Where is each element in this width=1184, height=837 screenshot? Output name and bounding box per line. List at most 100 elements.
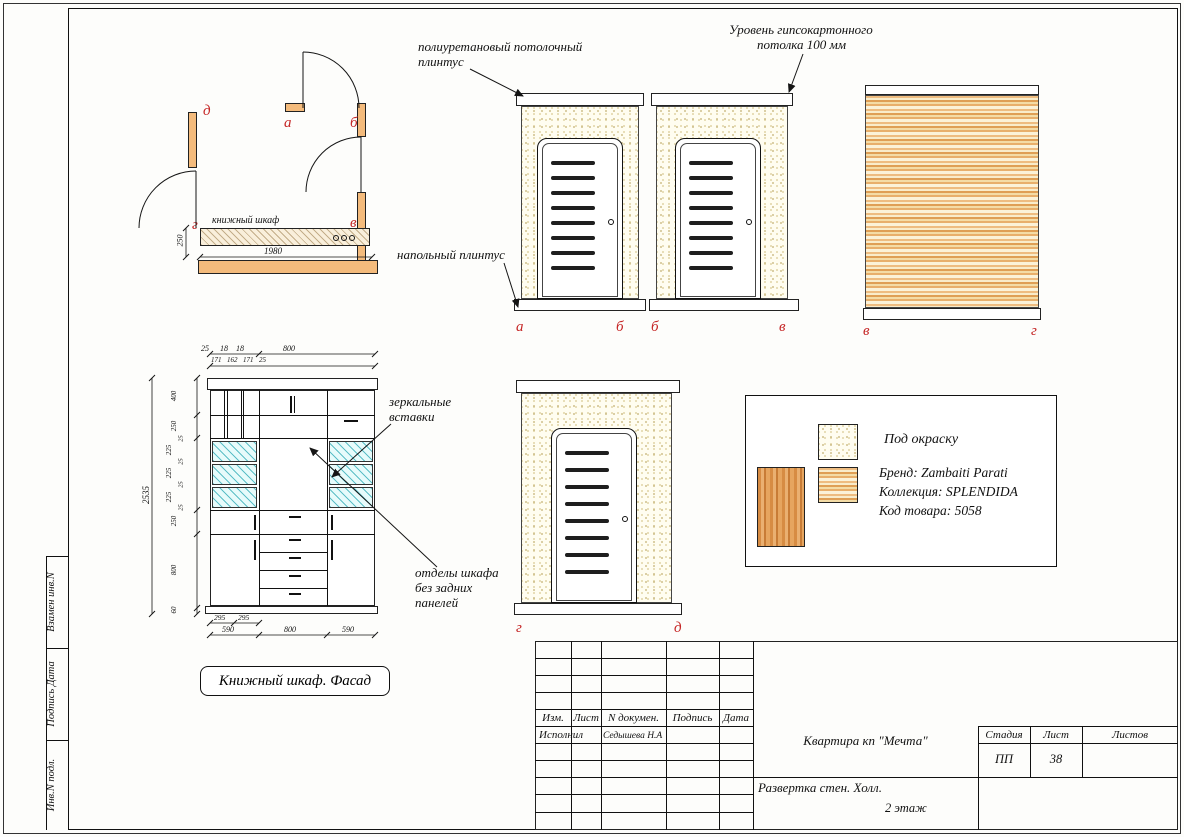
elevation-label-right: в (779, 319, 786, 335)
plan-label-b: б (350, 115, 358, 131)
callout-floor-plinth: напольный плинтус (397, 247, 505, 262)
title-block-line (1030, 726, 1031, 777)
callout-mirror-2: вставки (389, 409, 435, 424)
project-name: Квартира кп "Мечта" (803, 733, 928, 748)
callout-ceiling-plinth-1: полиуретановый потолочный (418, 39, 583, 54)
bookcase-column-line (327, 390, 329, 606)
plan-label-g: г (192, 217, 198, 233)
title-block-line (978, 743, 1178, 744)
paint-label: Под окраску (884, 432, 959, 447)
title-block-line (535, 812, 753, 813)
title-block-line (978, 726, 979, 830)
mirror-insert (212, 464, 257, 485)
drawing-title: Развертка стен. Холл. (758, 780, 882, 795)
stamp-divider (46, 648, 68, 649)
dim-label: 25 (177, 481, 185, 488)
ceiling-plinth-band (865, 85, 1039, 95)
dim-label: 295 (214, 613, 226, 622)
plan-wall-right-lower (357, 192, 366, 262)
mirror-insert (329, 441, 373, 462)
sheet-outer-border (3, 3, 1181, 834)
plan-wall-top (285, 103, 305, 112)
title-block-line (978, 726, 1178, 727)
bookcase-handle (293, 396, 295, 413)
legend-product-code: Код товара: 5058 (879, 503, 982, 518)
executor-name: Седышева Н.А (603, 731, 663, 741)
legend-brand: Бренд: Zambaiti Parati (879, 465, 1008, 480)
callout-ceiling-plinth-2: плинтус (418, 54, 464, 69)
door-frame (556, 433, 632, 601)
callout-ceiling-level-1: Уровень гипсокартонного (729, 22, 873, 37)
dim-label: 800 (170, 564, 178, 576)
stamp-divider (46, 556, 68, 557)
title-block-line (666, 641, 667, 830)
dim-label: 25 (201, 344, 209, 353)
elevation-label-left: в (863, 323, 870, 339)
dim-label: 25 (177, 435, 185, 442)
door-slats (689, 161, 733, 270)
col-header-izm: Изм. (542, 712, 564, 724)
bookcase-shelf-line (210, 415, 375, 416)
legend-collection: Коллекция: SPLENDIDA (879, 484, 1018, 499)
plan-label-v: в (350, 215, 357, 231)
drawer-line (259, 588, 327, 589)
title-block-line (535, 794, 753, 795)
door-slats (551, 161, 595, 270)
sheet-value: 38 (1049, 752, 1063, 766)
bookcase-crown (207, 378, 378, 390)
floor-plinth-band (514, 299, 646, 311)
plan-dim-depth: 250 (175, 234, 185, 247)
dim-label: 400 (170, 390, 178, 402)
bookcase-divider (243, 390, 244, 438)
title-block-line (535, 658, 753, 659)
title-block-line (535, 760, 753, 761)
bookcase-facade (205, 376, 381, 618)
elevation-label-left: б (651, 319, 659, 335)
plan-label-a: а (284, 115, 292, 131)
dim-label: 250 (170, 515, 178, 527)
callout-ceiling-level-2: потолка 100 мм (757, 37, 847, 52)
door-knob-icon (746, 218, 752, 225)
bookcase-handle (254, 540, 256, 560)
drawer-line (259, 570, 327, 571)
bookcase-base (205, 606, 378, 614)
door-frame (680, 143, 756, 297)
dim-label: 25 (177, 458, 185, 465)
bookcase-handle (254, 515, 256, 530)
bookcase-divider (240, 390, 242, 438)
ceiling-plinth-band (516, 380, 680, 393)
drawer-line (259, 552, 327, 553)
sheet-header: Лист (1043, 729, 1069, 741)
title-block-line (535, 709, 753, 710)
stamp-column-line (46, 556, 47, 830)
dim-label: 18 (236, 344, 244, 353)
dim-label: 60 (170, 606, 178, 614)
stamp-inv-podl: Инв.N подл. (46, 758, 57, 812)
sheets-header: Листов (1111, 729, 1149, 741)
title-block-line (535, 692, 753, 693)
dim-label: 18 (220, 344, 228, 353)
drawer-handle (289, 593, 301, 595)
bookcase-title: Книжный шкаф. Фасад (200, 666, 390, 696)
dim-label: 800 (283, 344, 295, 353)
plan-bookcase-label: книжный шкаф (212, 215, 280, 226)
elevation-g-d: г д (514, 380, 682, 638)
col-header-list: Лист (573, 712, 599, 724)
mirror-insert (212, 487, 257, 508)
stage-header: Стадия (985, 729, 1023, 741)
plan-bookcase (200, 228, 370, 246)
title-block-line (601, 641, 602, 830)
door-knob-icon (608, 218, 614, 225)
title-block-line (571, 641, 572, 830)
mirror-insert (329, 487, 373, 508)
dim-total-height: 2535 (141, 486, 151, 504)
bookcase-divider (226, 390, 228, 438)
dim-label: 590 (222, 625, 234, 634)
bookcase-handle (331, 540, 333, 560)
bookcase-handle (290, 396, 292, 413)
stage-value: ПП (994, 752, 1014, 766)
mirror-insert (329, 464, 373, 485)
dim-label: 590 (342, 625, 354, 634)
door-knob-icon (622, 515, 628, 522)
